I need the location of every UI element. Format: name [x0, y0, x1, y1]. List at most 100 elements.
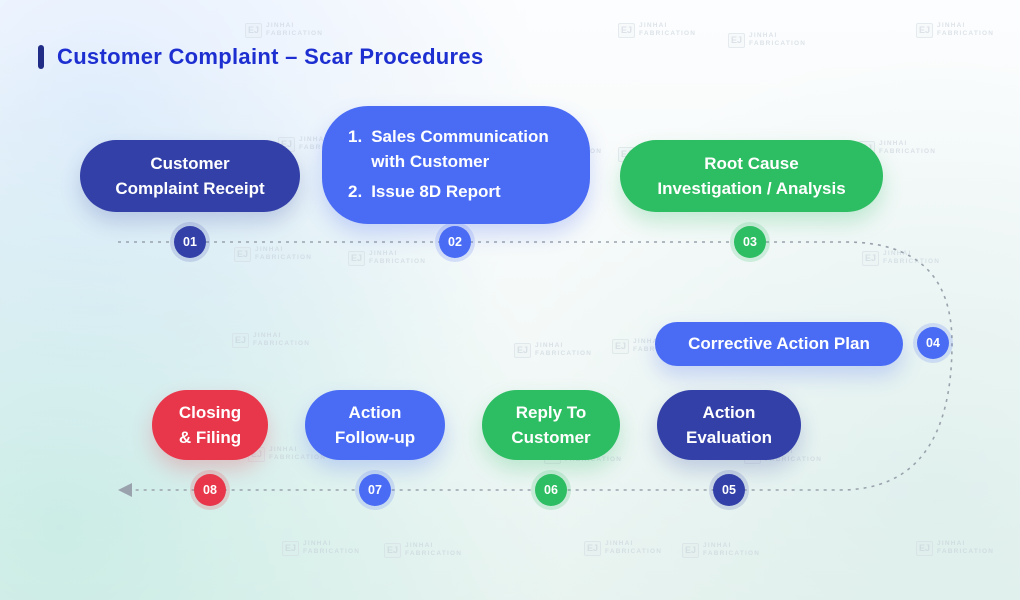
watermark-logo: EJ JINHAI FABRICATION	[514, 342, 592, 358]
page-title-block: Customer Complaint – Scar Procedures	[38, 44, 483, 70]
watermark-line2: FABRICATION	[405, 550, 463, 558]
watermark-text: JINHAI FABRICATION	[639, 22, 696, 38]
step-label-line: Corrective Action Plan	[688, 334, 870, 354]
watermark-line1: JINHAI	[703, 542, 732, 549]
watermark-logo: EJ JINHAI FABRICATION	[348, 250, 426, 266]
badge-number: 08	[203, 483, 217, 497]
watermark-line1: JINHAI	[749, 32, 778, 39]
watermark-line1: JINHAI	[883, 250, 912, 257]
watermark-line2: FABRICATION	[266, 30, 324, 38]
watermark-line1: JINHAI	[937, 540, 966, 547]
badge-number: 06	[544, 483, 558, 497]
step-customer-complaint-receipt: Customer Complaint Receipt	[80, 140, 300, 212]
watermark-line1: JINHAI	[253, 332, 282, 339]
watermark-logo: EJ JINHAI FABRICATION	[584, 540, 662, 556]
watermark-icon: EJ	[348, 250, 366, 266]
watermark-icon: EJ	[245, 22, 263, 38]
watermark-line1: JINHAI	[937, 22, 966, 29]
watermark-icon: EJ	[618, 22, 636, 38]
watermark-line2: FABRICATION	[879, 148, 937, 156]
connector-arrowhead-icon	[118, 483, 132, 497]
step-number-badge-01: 01	[174, 226, 206, 258]
step-label-line: Reply To	[515, 402, 587, 422]
watermark-icon: EJ	[384, 542, 402, 558]
watermark-text: JINHAI FABRICATION	[369, 250, 426, 266]
watermark-icon: EJ	[916, 540, 934, 556]
watermark-text: JINHAI FABRICATION	[253, 332, 310, 348]
list-item: 1. Sales Communication with Customer	[348, 125, 564, 174]
watermark-line2: FABRICATION	[605, 548, 663, 556]
watermark-text: JINHAI FABRICATION	[937, 22, 994, 38]
watermark-line2: FABRICATION	[703, 550, 761, 558]
step-label-line: Evaluation	[686, 428, 772, 447]
list-item-text: Issue 8D Report	[371, 182, 501, 202]
step-root-cause-investigation: Root Cause Investigation / Analysis	[620, 140, 883, 212]
list-item: 2. Issue 8D Report	[348, 180, 501, 205]
watermark-line2: FABRICATION	[269, 454, 327, 462]
watermark-line1: JINHAI	[303, 540, 332, 547]
watermark-text: JINHAI FABRICATION	[266, 22, 323, 38]
step-closing-and-filing: Closing & Filing	[152, 390, 268, 460]
watermark-text: JINHAI FABRICATION	[879, 140, 936, 156]
step-label-line: Follow-up	[334, 428, 416, 447]
watermark-line1: JINHAI	[266, 22, 295, 29]
badge-number: 01	[183, 235, 197, 249]
badge-number: 05	[722, 483, 736, 497]
step-number-badge-03: 03	[734, 226, 766, 258]
step-action-follow-up: Action Follow-up	[305, 390, 445, 460]
step-corrective-action-plan: Corrective Action Plan	[655, 322, 903, 366]
watermark-text: JINHAI FABRICATION	[303, 540, 360, 556]
watermark-line1: JINHAI	[639, 22, 668, 29]
step-label-line: Closing	[178, 402, 242, 422]
list-item-number: 2.	[348, 182, 363, 202]
watermark-line2: FABRICATION	[749, 40, 807, 48]
watermark-logo: EJ JINHAI FABRICATION	[862, 250, 940, 266]
step-number-badge-06: 06	[535, 474, 567, 506]
watermark-logo: EJ JINHAI FABRICATION	[234, 246, 312, 262]
watermark-text: JINHAI FABRICATION	[749, 32, 806, 48]
step-label-line: Root Cause	[704, 153, 799, 173]
step-label-line: Action	[702, 402, 756, 422]
watermark-icon: EJ	[584, 540, 602, 556]
watermark-line2: FABRICATION	[937, 30, 995, 38]
watermark-line1: JINHAI	[605, 540, 634, 547]
step-label-line: Complaint Receipt	[115, 179, 265, 198]
watermark-line2: FABRICATION	[253, 340, 311, 348]
watermark-line2: FABRICATION	[883, 258, 941, 266]
watermark-line2: FABRICATION	[639, 30, 697, 38]
step-label-line: Action	[348, 402, 402, 422]
watermark-line2: FABRICATION	[255, 254, 313, 262]
badge-number: 03	[743, 235, 757, 249]
step-label-line: & Filing	[178, 428, 242, 447]
badge-number: 02	[448, 235, 462, 249]
watermark-text: JINHAI FABRICATION	[703, 542, 760, 558]
watermark-text: JINHAI FABRICATION	[535, 342, 592, 358]
watermark-line1: JINHAI	[879, 140, 908, 147]
watermark-icon: EJ	[612, 338, 630, 354]
watermark-line1: JINHAI	[369, 250, 398, 257]
watermark-line2: FABRICATION	[303, 548, 361, 556]
watermark-icon: EJ	[682, 542, 700, 558]
watermark-logo: EJ JINHAI FABRICATION	[384, 542, 462, 558]
step-number-badge-08: 08	[194, 474, 226, 506]
watermark-logo: EJ JINHAI FABRICATION	[916, 22, 994, 38]
step-reply-to-customer: Reply To Customer	[482, 390, 620, 460]
watermark-logo: EJ JINHAI FABRICATION	[245, 22, 323, 38]
title-accent-bar	[38, 45, 44, 69]
watermark-text: JINHAI FABRICATION	[255, 246, 312, 262]
watermark-line1: JINHAI	[255, 246, 284, 253]
watermark-logo: EJ JINHAI FABRICATION	[618, 22, 696, 38]
watermark-logo: EJ JINHAI FABRICATION	[728, 32, 806, 48]
step-label-line: Customer	[511, 428, 591, 447]
watermark-text: JINHAI FABRICATION	[405, 542, 462, 558]
watermark-text: JINHAI FABRICATION	[937, 540, 994, 556]
watermark-icon: EJ	[232, 332, 250, 348]
step-number-badge-04: 04	[917, 327, 949, 359]
badge-number: 07	[368, 483, 382, 497]
watermark-line2: FABRICATION	[535, 350, 593, 358]
watermark-icon: EJ	[728, 32, 746, 48]
watermark-icon: EJ	[514, 342, 532, 358]
step-number-badge-05: 05	[713, 474, 745, 506]
